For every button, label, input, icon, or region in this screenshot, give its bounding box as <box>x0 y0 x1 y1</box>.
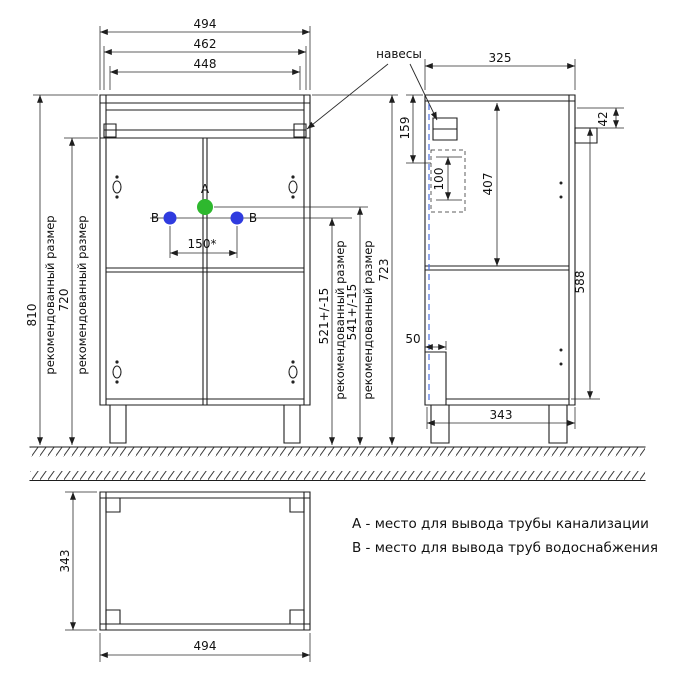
dim-bottom-depth: 343 <box>58 550 72 573</box>
side-extension-lines <box>406 59 624 429</box>
front-legs <box>109 404 301 444</box>
side-hanger-bracket <box>432 117 458 141</box>
point-b-right-marker <box>230 211 244 225</box>
dim-side-base-depth: 343 <box>490 408 513 422</box>
recommended-label-541: рекомендованный размер <box>361 240 375 399</box>
dim-front-width-outer: 494 <box>194 17 217 31</box>
hinges-callout: навесы <box>306 47 438 130</box>
front-extension-lines <box>33 26 398 258</box>
dim-side-hole-zone: 100 <box>432 168 446 191</box>
bottom-dimensions: 343 494 <box>58 491 311 662</box>
bottom-view-outline <box>99 491 311 631</box>
front-hanger-brackets <box>103 123 307 138</box>
front-dimensions: 494 462 448 810 рекомендованный размер 7… <box>25 17 398 445</box>
legend: A - место для вывода трубы канализации B… <box>352 516 658 556</box>
legend-line-a: A - место для вывода трубы канализации <box>352 516 649 532</box>
front-cabinet-outline <box>99 94 311 406</box>
point-a-label: A <box>201 182 210 196</box>
side-legs <box>430 404 568 444</box>
side-view <box>424 94 598 444</box>
bottom-view-leg-pads <box>105 497 305 625</box>
dim-body-height: 723 <box>377 259 391 282</box>
bottom-view <box>99 491 311 631</box>
point-b-right-label: B <box>249 211 257 225</box>
side-cabinet-outline <box>424 94 576 406</box>
point-b-left-marker <box>163 211 177 225</box>
outlet-guide-lines <box>150 206 368 219</box>
side-dimensions: 325 159 42 100 407 588 50 343 <box>398 51 624 429</box>
legend-line-b: B - место для вывода труб водоснабжения <box>352 540 658 556</box>
dim-bottom-width: 494 <box>194 639 217 653</box>
dim-b-spacing: 150* <box>188 237 217 251</box>
front-view <box>99 94 311 444</box>
side-hole-zone-dashed <box>430 149 466 213</box>
hinge-top-left <box>112 175 122 199</box>
wall-hatch <box>29 471 646 482</box>
bottom-extension-lines <box>65 491 311 662</box>
dim-front-width-mid: 462 <box>194 37 217 51</box>
dim-side-rail-to-bottom: 588 <box>573 271 587 294</box>
dim-side-rail-offset: 42 <box>596 111 610 126</box>
dim-side-hanger-offset: 159 <box>398 117 412 140</box>
hinge-bottom-right <box>288 360 298 384</box>
side-wall-rail <box>574 127 598 144</box>
ground-hatch <box>29 446 646 457</box>
recommended-label-521: рекомендованный размер <box>333 240 347 399</box>
dim-front-width-inner: 448 <box>194 57 217 71</box>
dim-front-height-outer: 810 <box>25 304 39 327</box>
recommended-label-720: рекомендованный размер <box>75 215 89 374</box>
dim-side-depth: 325 <box>489 51 512 65</box>
hinges-leader-right <box>409 63 438 121</box>
dim-drain-outlet: 541+/-15 <box>345 284 359 341</box>
hinges-leader-left <box>306 63 389 130</box>
point-b-left-label: B <box>151 211 159 225</box>
hinge-bottom-left <box>112 360 122 384</box>
point-a-marker <box>197 199 213 215</box>
dim-side-toe-kick: 50 <box>405 332 420 346</box>
dim-side-top-to-shelf: 407 <box>481 173 495 196</box>
hinges-callout-label: навесы <box>376 47 422 61</box>
dim-water-outlet: 521+/-15 <box>317 288 331 345</box>
side-shelf-pin-holes <box>559 181 563 366</box>
dim-front-height-inner: 720 <box>57 289 71 312</box>
recommended-label-810: рекомендованный размер <box>43 215 57 374</box>
hinge-top-right <box>288 175 298 199</box>
